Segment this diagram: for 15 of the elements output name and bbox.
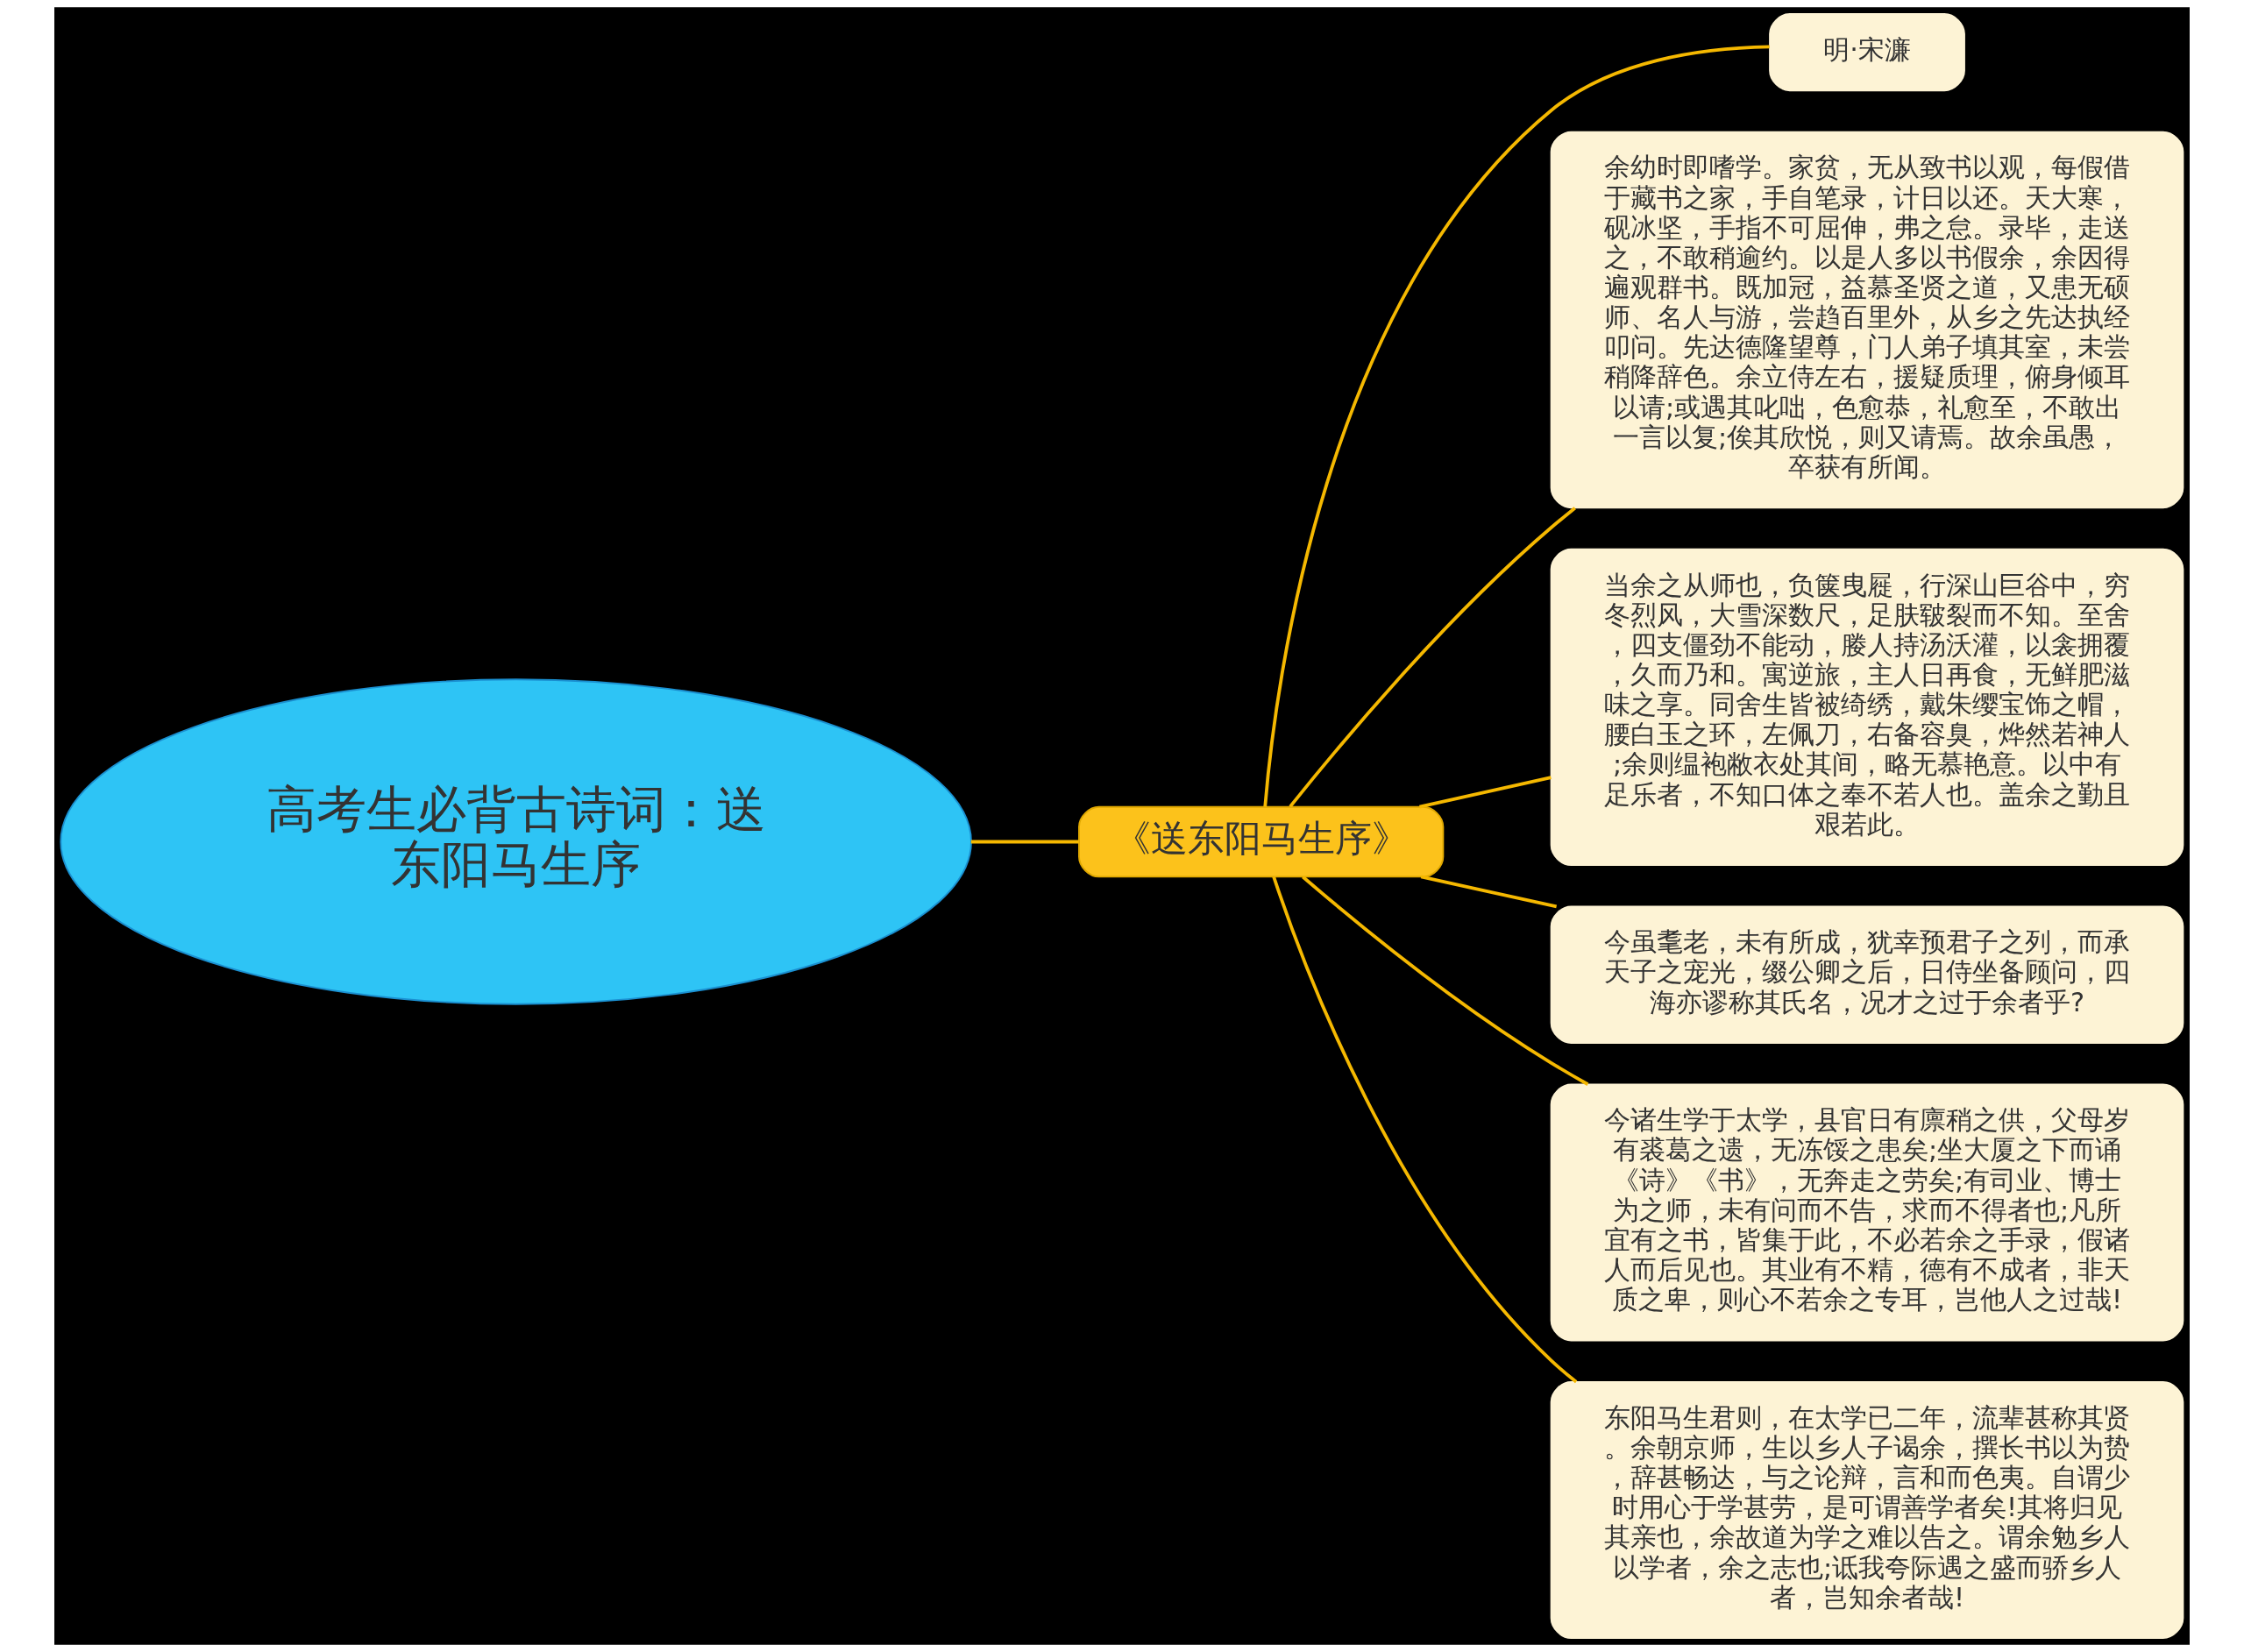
connector xyxy=(970,840,1079,844)
connector xyxy=(1419,776,1552,809)
connector xyxy=(1272,876,1578,1384)
connector xyxy=(1420,875,1558,909)
node-box: 当余之从师也，负箧曳屣，行深山巨谷中，穷冬烈风，大雪深数尺，足肤皲裂而不知。至舍，四支僵劲不能动，媵人持汤沃灌，以衾拥覆，久而乃和。寓逆旅，主人日再食，无鲜肥滋味之享。同舍生皆被绮绣，戴朱缨宝饰之帽，腰白玉之环，左佩刀，右备容臭，烨然若神人;余则缊袍敝衣处其间，略无慕艳意。以中有足乐者，不知口体之奉不若人也。盖余之勤且艰若此。 xyxy=(1550,548,2184,867)
node-box: 余幼时即嗜学。家贫，无从致书以观，每假借于藏书之家，手自笔录，计日以还。天大寒，砚冰坚，手指不可屈伸，弗之怠。录毕，走送之，不敢稍逾约。以是人多以书假余，余因得遍观群书。既加冠，益慕圣贤之道，又患无硕师、名人与游，尝趋百里外，从乡之先达执经叩问。先达德隆望尊，门人弟子填其室，未尝稍降辞色。余立侍左右，援疑质理，俯身倾耳以请;或遇其叱咄，色愈恭，礼愈至，不敢出一言以复;俟其欣悦，则又请焉。故余虽愚，卒获有所闻。 xyxy=(1550,131,2184,509)
node-box: 东阳马生君则，在太学已二年，流辈甚称其贤。余朝京师，生以乡人子谒余，撰长书以为贽，辞甚畅达，与之论辩，言和而色夷。自谓少时用心于学甚劳，是可谓善学者矣!其将归见其亲也，余故道为学之难以告之。谓余勉乡人以学者，余之志也;诋我夸际遇之盛而骄乡人者，岂知余者哉! xyxy=(1550,1381,2184,1639)
node-box: 明·宋濂 xyxy=(1769,13,1965,92)
connector xyxy=(1263,45,1770,807)
node-box: 今虽耄老，未有所成，犹幸预君子之列，而承天子之宠光，缀公卿之后，日侍坐备顾问，四海亦谬称其氏名，况才之过于余者乎? xyxy=(1550,905,2184,1044)
node-box: 今诸生学于太学，县官日有廪稍之供，父母岁有裘葛之遗，无冻馁之患矣;坐大厦之下而诵《诗》《书》，无奔走之劳矣;有司业、博士为之师，未有问而不告，求而不得者也;凡所宜有之书，皆集于此，不必若余之手录，假诸人而后见也。其业有不精，德有不成者，非天质之卑，则心不若余之专耳，岂他人之过哉! xyxy=(1550,1083,2184,1342)
node-ellipse: 高考生必背古诗词：送东阳马生序 xyxy=(60,678,972,1005)
connector xyxy=(1289,507,1576,808)
connector xyxy=(1302,876,1589,1086)
node-box: 《送东阳马生序》 xyxy=(1078,805,1445,878)
